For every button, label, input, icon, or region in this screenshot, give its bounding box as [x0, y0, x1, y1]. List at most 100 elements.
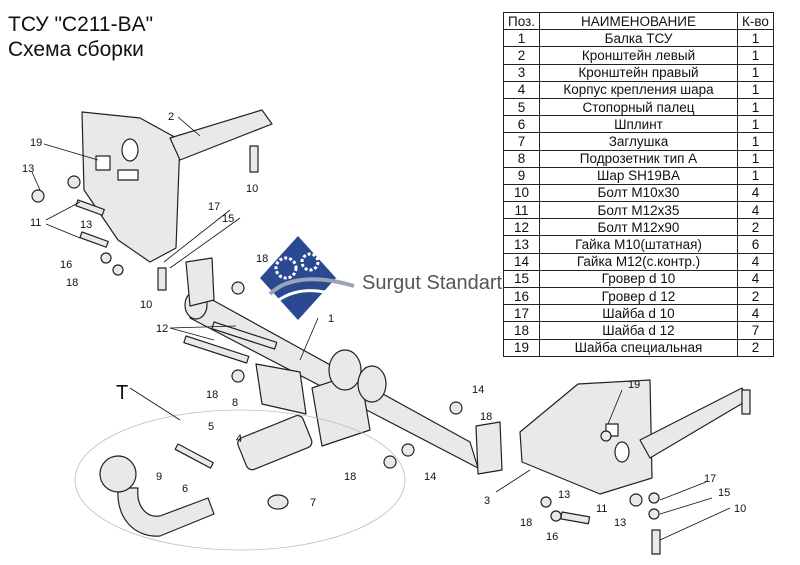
bolt-m12x90-2 — [211, 321, 278, 350]
ball-neck — [117, 487, 215, 537]
callout-7: 7 — [310, 497, 316, 509]
nut-13-right-2 — [629, 493, 643, 507]
cell-qty: 2 — [737, 218, 774, 237]
callout-15-left: 15 — [222, 213, 234, 225]
cell-pos: 8 — [503, 149, 540, 168]
drawing-title: ТСУ "C211-BA" Схема сборки — [8, 12, 153, 62]
cell-qty: 1 — [737, 132, 774, 151]
nut-14-right — [449, 401, 463, 415]
nut-14-right-3 — [383, 455, 397, 469]
detail-label: T — [116, 382, 128, 404]
cell-name: Болт М12х90 — [539, 218, 738, 237]
plug-cap — [267, 494, 289, 510]
cell-pos: 15 — [503, 269, 540, 289]
cell-pos: 1 — [503, 29, 540, 48]
cell-name: Гайка М10(штатная) — [539, 235, 738, 254]
cell-pos: 3 — [503, 63, 540, 82]
callout-10-right: 10 — [734, 503, 746, 515]
cell-qty: 7 — [737, 321, 774, 340]
cell-pos: 17 — [503, 304, 540, 323]
cell-name: Гайка М12(с.контр.) — [539, 252, 738, 271]
cell-pos: 19 — [503, 338, 540, 357]
bolt-10-left — [249, 145, 259, 173]
right-bracket-hole — [614, 441, 630, 463]
cell-qty: 4 — [737, 183, 774, 203]
cell-name: Шплинт — [539, 115, 738, 134]
title-line-1: ТСУ "C211-BA" — [8, 13, 154, 36]
callout-2: 2 — [168, 111, 174, 123]
callout-18-right-2: 18 — [344, 471, 356, 483]
cell-qty: 1 — [737, 149, 774, 168]
cell-pos: 18 — [503, 321, 540, 340]
callout-17-left: 17 — [208, 201, 220, 213]
cell-qty: 1 — [737, 115, 774, 134]
cell-name: Заглушка — [539, 132, 738, 151]
cell-pos: 14 — [503, 252, 540, 271]
callout-4: 4 — [236, 433, 242, 445]
header-pos: Поз. — [503, 11, 540, 31]
nut-13-left — [31, 189, 45, 203]
logo-swoosh — [275, 289, 339, 304]
header-qty: К-во — [737, 11, 774, 31]
callout-13-right-2: 13 — [614, 517, 626, 529]
nut-18-mid — [231, 281, 245, 295]
bolt-11-right — [560, 511, 591, 525]
title-line-2: Схема сборки — [8, 38, 144, 61]
callout-8: 8 — [232, 397, 238, 409]
cell-pos: 12 — [503, 218, 540, 237]
cell-pos: 7 — [503, 132, 540, 151]
cell-name: Балка ТСУ — [539, 29, 738, 48]
cell-name: Гровер d 10 — [539, 269, 738, 289]
left-bracket-slot — [117, 169, 139, 181]
ball-housing — [237, 414, 313, 471]
cell-pos: 4 — [503, 80, 540, 99]
cell-pos: 10 — [503, 183, 540, 203]
cell-qty: 4 — [737, 304, 774, 323]
right-bracket — [519, 379, 653, 495]
callout-18-mid-2: 18 — [206, 389, 218, 401]
beam-plate-left — [185, 257, 215, 307]
callout-10-left: 10 — [246, 183, 258, 195]
callout-12: 12 — [156, 323, 168, 335]
cell-qty: 4 — [737, 269, 774, 289]
cell-qty: 6 — [737, 235, 774, 254]
callout-11-right: 11 — [596, 503, 607, 515]
washer-16-right — [550, 510, 562, 522]
cell-name: Шайба d 10 — [539, 304, 738, 323]
detail-outline — [74, 409, 406, 551]
cell-pos: 16 — [503, 286, 540, 306]
logo-gear-1 — [274, 256, 298, 280]
cell-name: Корпус крепления шара — [539, 80, 738, 99]
cell-name: Кронштейн правый — [539, 63, 738, 82]
cell-pos: 5 — [503, 97, 540, 117]
right-bracket-arm — [639, 387, 749, 459]
callout-17-right: 17 — [704, 473, 716, 485]
cell-name: Подрозетник тип А — [539, 149, 738, 168]
tow-ball — [99, 455, 137, 493]
washer-15-right — [648, 508, 660, 520]
cell-qty: 1 — [737, 63, 774, 82]
callout-18-right: 18 — [480, 411, 492, 423]
callout-16-left: 16 — [60, 259, 72, 271]
callout-10-left-2: 10 — [140, 299, 152, 311]
cell-name: Шайба специальная — [539, 338, 738, 357]
center-plate-ring-2 — [357, 365, 387, 403]
callout-1: 1 — [328, 313, 334, 325]
center-plate-ring — [328, 349, 362, 391]
callout-14-right-2: 14 — [424, 471, 436, 483]
cell-name: Гровер d 12 — [539, 286, 738, 306]
table-header-row: Поз. НАИМЕНОВАНИЕ К-во — [503, 11, 774, 31]
cell-name: Кронштейн левый — [539, 46, 738, 65]
